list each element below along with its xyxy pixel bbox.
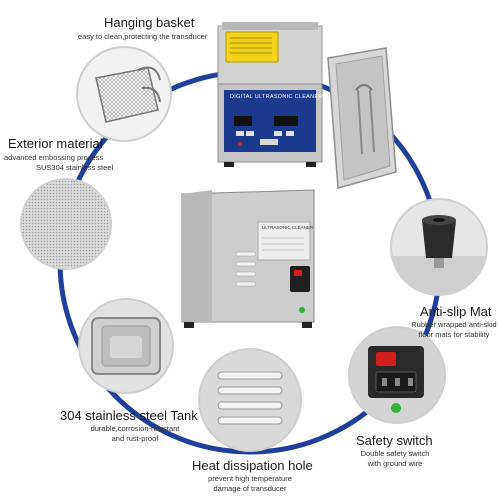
switch-detail-image: [350, 328, 444, 422]
basket-desc: easy to clean,protecting the transducer: [78, 32, 208, 41]
heat-desc-2: damage of transducer: [213, 484, 287, 493]
panel-title: DIGITAL ULTRASONIC CLEANER: [230, 94, 323, 100]
rear-label: ULTRASONIC CLEANER: [262, 225, 314, 230]
tank-title: 304 stainless steel Tank: [60, 408, 198, 423]
exterior-title: Exterior material: [8, 136, 103, 151]
vent-detail-image: [200, 350, 300, 450]
heat-desc-1: prevent high temperature: [208, 474, 292, 483]
antislip-title: Anti-slip Mat: [420, 304, 492, 319]
exterior-desc-1: advanced embossing process: [4, 153, 104, 162]
heat-title: Heat dissipation hole: [192, 458, 313, 473]
cleaner-rear-image: [176, 186, 326, 334]
safety-desc-2: with ground wire: [367, 459, 423, 468]
antislip-desc-1: Rubber wrapped anti-skid: [411, 320, 497, 329]
tank-detail-image: [80, 300, 172, 392]
basket-title: Hanging basket: [104, 15, 195, 30]
safety-desc-1: Double safety switch: [360, 449, 430, 458]
foot-detail-image: [392, 200, 486, 294]
antislip-desc-2: floor mats for stability: [418, 330, 490, 339]
steel-texture-image: [22, 180, 110, 268]
safety-title: Safety switch: [356, 433, 433, 448]
cleaner-front-image: [214, 18, 334, 168]
cleaner-lid-image: [322, 44, 402, 194]
tank-desc-2: and rust-proof: [111, 434, 159, 443]
exterior-desc-2: SUS304 stainless steel: [36, 163, 114, 172]
tank-desc-1: durable,corrosion-resistant: [90, 424, 180, 433]
basket-detail-image: [78, 48, 170, 140]
